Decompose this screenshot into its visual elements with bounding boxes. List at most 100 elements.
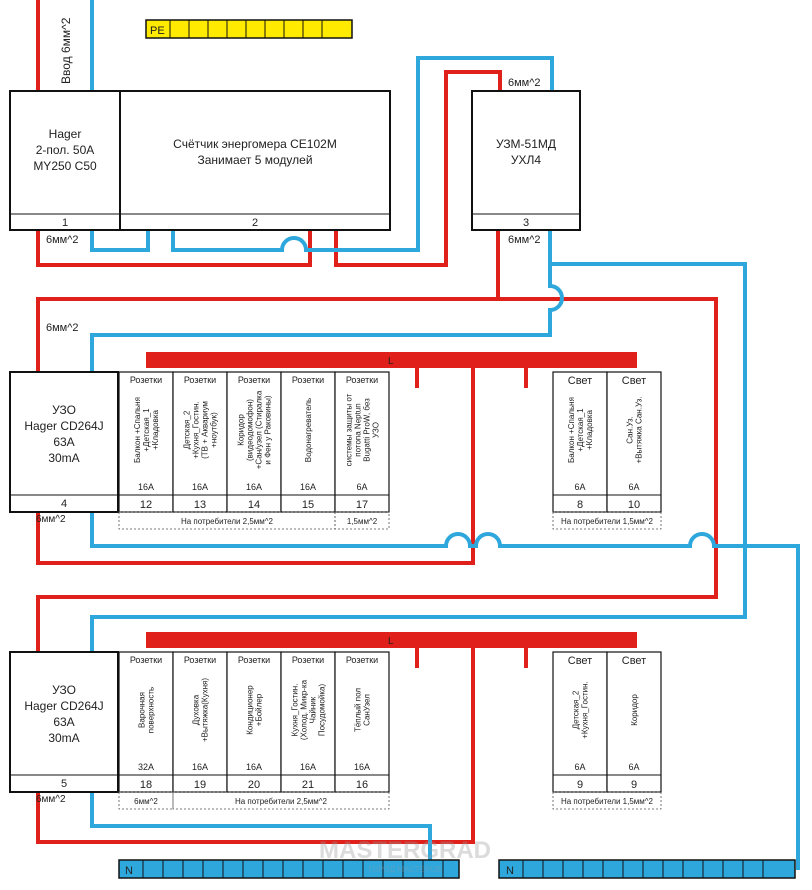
row2-light-amp: 6A xyxy=(574,762,585,772)
pe-bus-label: PE xyxy=(150,25,165,37)
row1-socket-desc-line: Коридор xyxy=(237,414,246,446)
uzo1-number: 4 xyxy=(61,498,67,510)
row2-light-head: Свет xyxy=(622,655,646,667)
row1-socket-number: 14 xyxy=(248,499,260,511)
row1-socket-number: 15 xyxy=(302,499,314,511)
row1-socket-desc-line: Водонагреватель xyxy=(304,398,313,462)
row1-socket-desc-line: (видеодомофон) xyxy=(246,399,255,461)
wire-label-hager-out: 6мм^2 xyxy=(46,234,79,246)
wire-uzo1-out-neutral xyxy=(90,512,800,870)
row1-socket-head: Розетки xyxy=(292,375,324,385)
row2-socket-head: Розетки xyxy=(184,655,216,665)
wire-uzm-neutral-2 xyxy=(90,229,747,652)
l-bus-label-2: L xyxy=(388,636,394,647)
row2-socket-number: 16 xyxy=(356,779,368,791)
row1-socket-desc-line: +Кухня_Гостин. xyxy=(192,401,201,459)
wires xyxy=(36,0,800,870)
row2-socket-number: 19 xyxy=(194,779,206,791)
row2-socket-desc-line: +Бойлер xyxy=(255,693,264,726)
row1-socket-amp: 16A xyxy=(138,482,154,492)
row1-socket-desc-line: +ноутбук) xyxy=(210,412,219,448)
row1-socket-desc: Коридор(видеодомофон)+Сан/узел (Стиралка… xyxy=(237,390,273,469)
uzo1-line-1: УЗО xyxy=(52,403,76,417)
row2-light-desc-line: Коридор xyxy=(630,694,639,726)
l-bus-row1: L xyxy=(146,352,637,388)
wire-uzm-neutral-1 xyxy=(90,229,564,372)
wire-hager-meter-phase xyxy=(36,229,312,267)
row1-light-desc-line: +Кладовка xyxy=(585,409,594,449)
row1-socket-desc-line: +Детская_1 xyxy=(142,408,151,452)
row1-light-desc: Балкон +Спальня+Детская_1+Кладовка xyxy=(567,397,594,463)
row2-consumer-sockets: На потребители 2,5мм^2 xyxy=(235,797,328,806)
wire-uzo1-out-phase xyxy=(36,362,475,565)
input-label: Ввод 6мм^2 xyxy=(59,17,73,84)
row1-light-desc-line: Сан.Уз. xyxy=(626,416,635,443)
row2-socket-desc-line: Духовка xyxy=(192,694,201,725)
n-bus-right-label: N xyxy=(506,865,514,877)
watermark-title: MASTERGRAD xyxy=(319,837,491,864)
row1-socket-head: Розетки xyxy=(238,375,270,385)
row2-light-number: 9 xyxy=(631,779,637,791)
row1-consumer-small: 1,5мм^2 xyxy=(347,517,378,526)
row2-light-desc-line: +Кухня_Гостин. xyxy=(581,681,590,739)
device-uzo1: УЗО Hager CD264J 63A 30mA 4 xyxy=(9,371,119,513)
row2-socket-desc-line: +Вытяжка(Кухня) xyxy=(201,678,210,742)
row2-light-desc: Коридор xyxy=(630,694,639,726)
wire-label-uzo1-out: 6мм^2 xyxy=(36,514,66,525)
row1-light-head: Свет xyxy=(622,375,646,387)
uzo2-number: 5 xyxy=(61,778,67,790)
pe-bus: PE xyxy=(145,19,353,39)
n-bus-left-label: N xyxy=(125,865,133,877)
uzm-number: 3 xyxy=(523,217,529,229)
row2-light-desc: Детская_2+Кухня_Гостин. xyxy=(572,681,590,739)
row1-socket-number: 12 xyxy=(140,499,152,511)
row1-socket-head: Розетки xyxy=(184,375,216,385)
row1-socket-amp: 16A xyxy=(192,482,208,492)
row2-socket-desc-line: Посудомойка) xyxy=(318,684,327,737)
row2-socket-amp: 16A xyxy=(192,762,208,772)
row1-socket-desc-line: Bugatti ProW, без xyxy=(363,398,372,462)
l-bus-row2: L xyxy=(146,632,637,668)
uzo2-line-1: УЗО xyxy=(52,683,76,697)
n-bus-left: N xyxy=(118,859,460,879)
row2-socket-number: 20 xyxy=(248,779,260,791)
row1-socket-desc-line: Детская_2 xyxy=(183,410,192,449)
hager-number: 1 xyxy=(62,217,68,229)
row1-socket-number: 13 xyxy=(194,499,206,511)
row1-socket-desc-line: (ТВ + Аквариум xyxy=(201,401,210,459)
watermark-subtitle: ГОРОД МАСТЕРОВ xyxy=(368,865,441,874)
wire-label-uzm-out: 6мм^2 xyxy=(508,234,541,246)
row1-socket-desc-line: Балкон +Спальня xyxy=(133,397,142,463)
row1-light-desc: Сан.Уз.+Вытяжка Сан.Уз. xyxy=(626,397,644,464)
row2-socket-amp: 16A xyxy=(354,762,370,772)
meter-number: 2 xyxy=(252,217,258,229)
row1-socket-desc: Детская_2+Кухня_Гостин.(ТВ + Аквариум+но… xyxy=(183,401,219,459)
row2-socket-head: Розетки xyxy=(346,655,378,665)
row1-light-amp: 6A xyxy=(574,482,585,492)
row2-socket-desc-line: (Холод. Микр-ка xyxy=(300,679,309,740)
row1-socket-desc-line: +Сан/узел (Стиралка xyxy=(255,390,264,469)
l-bus-label-1: L xyxy=(388,356,394,367)
row2-socket-desc-line: Кухня_Гостин. xyxy=(291,684,300,737)
row1-socket-amp: 16A xyxy=(300,482,316,492)
device-uzm: УЗМ-51МД УХЛ4 3 xyxy=(471,90,581,231)
wire-uzo2-out-neutral xyxy=(90,792,432,870)
uzo2-line-3: 63A xyxy=(53,715,74,729)
row2-socket-number: 18 xyxy=(140,779,152,791)
uzo1-line-4: 30mA xyxy=(48,451,79,465)
uzm-line-1: УЗМ-51МД xyxy=(496,137,556,151)
device-uzo2: УЗО Hager CD264J 63A 30mA 5 xyxy=(9,651,119,793)
row2-socket-desc-line: Варочная xyxy=(138,692,147,728)
